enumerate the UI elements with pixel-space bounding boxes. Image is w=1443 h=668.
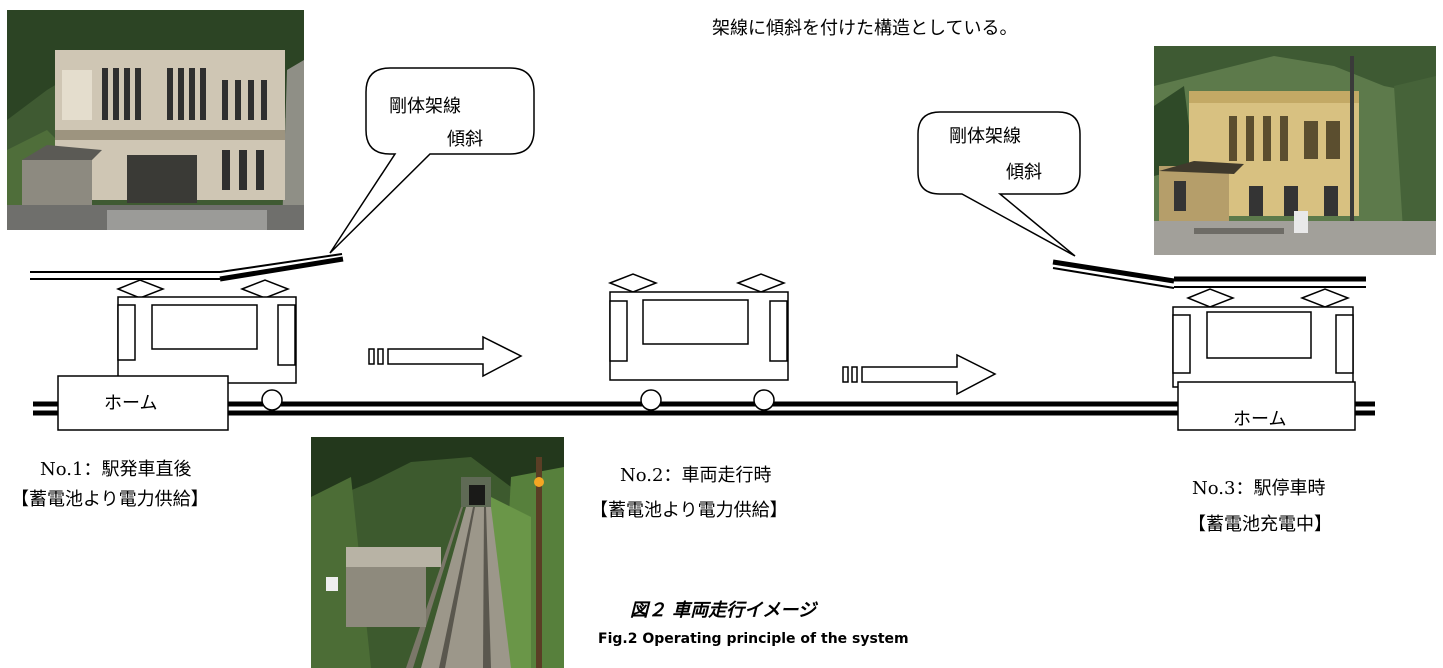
- callout-1-line2: 傾斜: [447, 129, 483, 150]
- train-car-3: [1172, 288, 1354, 388]
- station-building-photo: [7, 10, 304, 230]
- stage-2-title: No.2：車両走行時: [620, 465, 772, 486]
- callout-1-line1: 剛体架線: [389, 96, 461, 117]
- platform-label-3: ホーム: [1233, 409, 1287, 430]
- figure-caption-jp: 図２ 車両走行イメージ: [630, 600, 816, 621]
- train-car-2: [607, 273, 789, 411]
- figure-caption-en: Fig.2 Operating principle of the system: [598, 631, 909, 647]
- stage-2-status: 【蓄電池より電力供給】: [590, 500, 788, 521]
- overhead-wire-right: [1174, 276, 1366, 288]
- tunnel-track-photo: [311, 437, 564, 668]
- stage-1-title: No.1：駅発車直後: [40, 459, 192, 480]
- direction-arrow-2: [842, 353, 997, 396]
- direction-arrow-1: [368, 335, 523, 378]
- rigid-wire-incline-right: [1052, 259, 1175, 289]
- callout-2-line2: 傾斜: [1006, 162, 1042, 183]
- stage-3-title: No.3：駅停車時: [1192, 478, 1326, 499]
- callout-2-line1: 剛体架線: [949, 126, 1021, 147]
- track: [33, 401, 1375, 416]
- yellow-station-photo: [1154, 46, 1436, 255]
- overhead-wire-left: [30, 271, 220, 280]
- header-text: 架線に傾斜を付けた構造としている。: [712, 18, 1018, 39]
- rigid-wire-incline-left: [219, 253, 344, 282]
- platform-label-1: ホーム: [104, 393, 158, 414]
- stage-1-status: 【蓄電池より電力供給】: [11, 489, 209, 510]
- stage-3-status: 【蓄電池充電中】: [1188, 514, 1332, 535]
